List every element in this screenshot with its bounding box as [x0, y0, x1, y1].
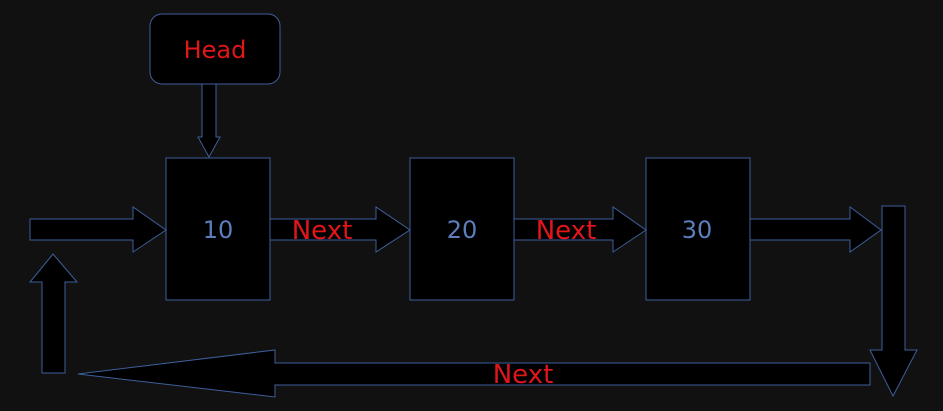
next-arrow-1	[269, 206, 411, 253]
next-label-2: Next	[536, 216, 597, 246]
node-box-3	[645, 157, 751, 301]
right-down-arrow	[869, 205, 918, 398]
node-value-3: 30	[682, 216, 713, 244]
head-label: Head	[184, 36, 247, 64]
next-label-1: Next	[292, 216, 353, 246]
node-value-2: 20	[447, 216, 478, 244]
next-label-3: Next	[493, 360, 554, 390]
next-arrow-2	[513, 206, 647, 253]
node-box-1	[165, 157, 271, 301]
left-up-arrow	[28, 253, 79, 374]
node-value-1: 10	[203, 216, 234, 244]
tail-out-arrow	[749, 206, 882, 253]
entry-arrow	[29, 206, 167, 253]
bottom-return-arrow	[77, 349, 871, 398]
head-pointer-arrow	[197, 83, 221, 159]
node-box-2	[409, 157, 515, 301]
